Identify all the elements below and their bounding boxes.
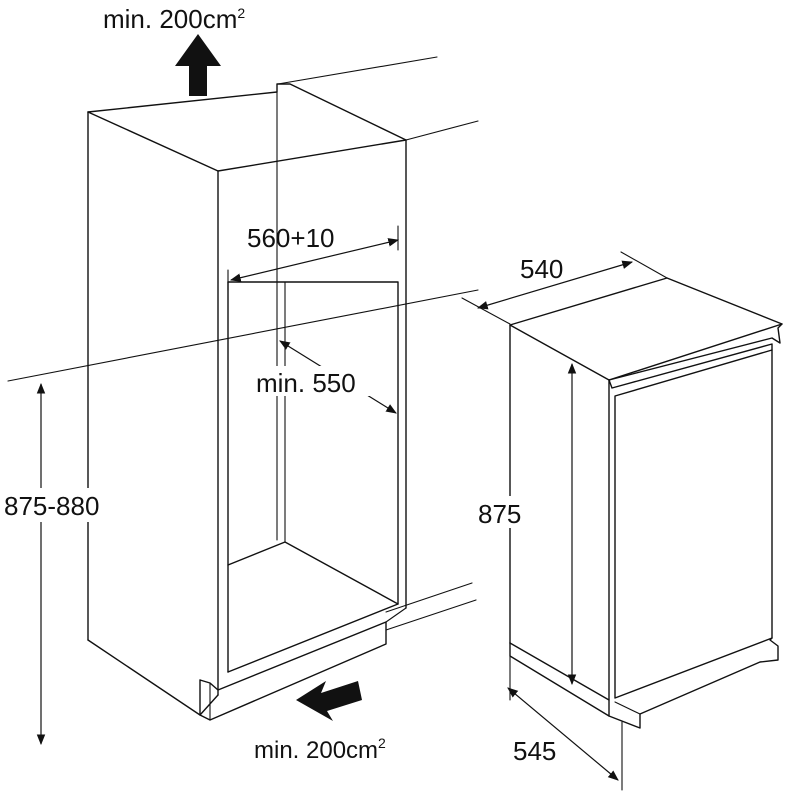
worktop-line: [277, 56, 438, 85]
plinth-corner: [385, 607, 407, 623]
niche-cabinet: [7, 56, 479, 721]
opening-floor: [227, 541, 399, 673]
niche-height-label: 875-880: [4, 491, 99, 521]
appliance-width-label: 540: [520, 254, 563, 284]
niche-width-label: 560+10: [247, 223, 334, 253]
worktop-line: [405, 120, 479, 141]
floor-line: [7, 289, 479, 382]
cabinet-bottom-left: [87, 639, 219, 716]
door-hinge-strip: [608, 343, 773, 389]
appliance-depth-label: 545: [513, 736, 556, 766]
vent-bottom-label: min. 200cm2: [254, 735, 386, 764]
niche-width-dimension: 560+10: [227, 223, 400, 291]
appliance-top: [509, 277, 783, 381]
appliance-height-dimension: 875: [474, 362, 577, 686]
floor-line-2: [385, 582, 473, 613]
appliance-base-left: [509, 642, 610, 717]
niche-depth-dimension: min. 550: [252, 340, 397, 414]
appliance-width-dimension: 540: [461, 251, 668, 325]
vent-top-label: min. 200cm2: [103, 4, 245, 34]
appliance: [509, 277, 783, 729]
niche-depth-label: min. 550: [256, 368, 356, 398]
niche-height-dimension: 875-880: [0, 382, 128, 746]
vent-arrow-in-icon: [296, 681, 362, 721]
appliance-depth-dimension: 545: [507, 655, 623, 791]
appliance-height-label: 875: [478, 499, 521, 529]
plinth-outline: [199, 621, 387, 721]
floor-line-3: [385, 599, 477, 631]
vent-arrow-up-icon: [175, 34, 221, 96]
appliance-door: [614, 349, 773, 699]
base-line: [614, 701, 641, 715]
door-top-edge: [608, 323, 783, 381]
opening-top-right: [227, 281, 399, 605]
cabinet-top-outline: [87, 83, 407, 172]
